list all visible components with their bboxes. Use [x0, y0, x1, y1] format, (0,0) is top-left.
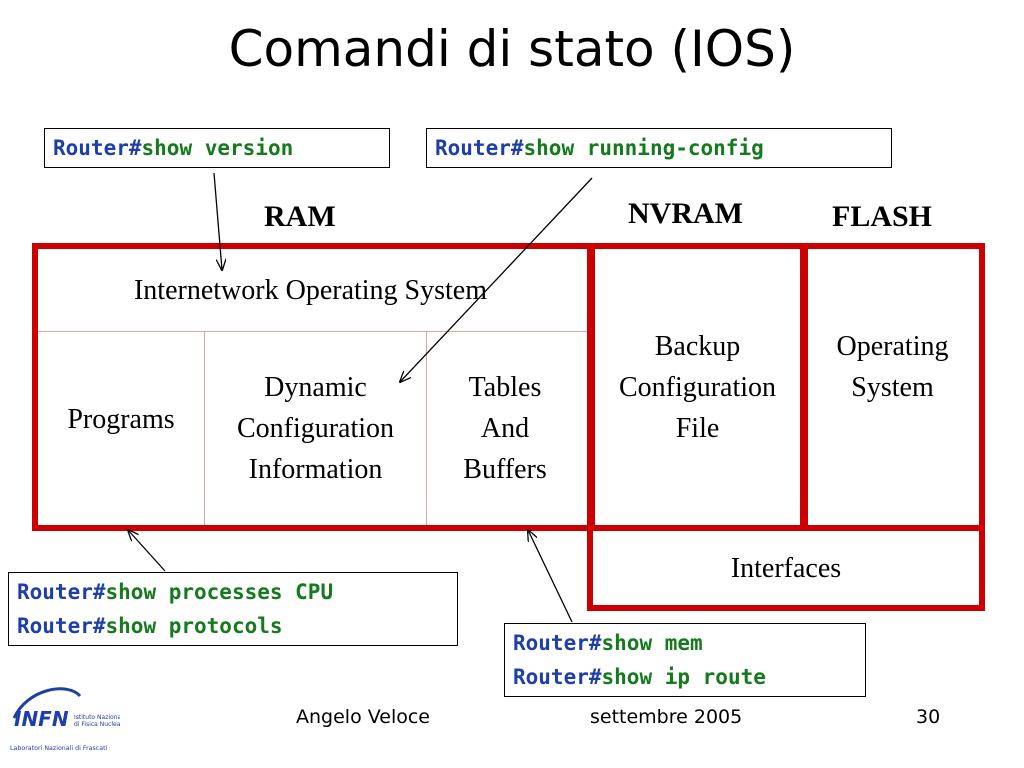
- text-line: System: [851, 372, 934, 403]
- command-text: show version: [141, 136, 294, 160]
- logo-swoosh-icon: INFN Istituto Nazionale di Fisica Nuclea…: [10, 687, 127, 752]
- programs-label: Programs: [67, 404, 175, 435]
- arrow-running-config: [400, 177, 593, 382]
- command-box-processes-protocols: Router#show processes CPU Router#show pr…: [8, 572, 458, 646]
- command-box-show-version: Router#show version: [44, 128, 390, 168]
- text-line: And: [480, 413, 530, 444]
- svg-text:INFN: INFN: [14, 707, 69, 731]
- text-line: Configuration: [618, 371, 777, 403]
- command-line: Router#show running-config: [435, 131, 883, 165]
- text-line: Configuration: [236, 413, 395, 444]
- command-line: Router#show processes CPU: [17, 575, 449, 609]
- divider: [426, 332, 427, 525]
- interfaces-block: [587, 525, 985, 611]
- text-line: Information: [248, 454, 383, 485]
- interfaces-label: Interfaces: [730, 552, 842, 584]
- infn-logo: INFN Istituto Nazionale di Fisica Nuclea…: [8, 678, 127, 758]
- command-text: show processes CPU: [105, 580, 334, 604]
- svg-text:Laboratori Nazionali di Frasca: Laboratori Nazionali di Frascati: [10, 745, 108, 752]
- prompt: Router#: [513, 631, 602, 655]
- footer-date: settembre 2005: [590, 706, 743, 728]
- footer-page-number: 30: [916, 706, 941, 728]
- command-line: Router#show protocols: [17, 609, 449, 643]
- text-line: Buffers: [463, 454, 547, 485]
- svg-text:Istituto Nazionale: Istituto Nazionale: [74, 714, 120, 721]
- command-line: Router#show version: [53, 131, 381, 165]
- command-line: Router#show ip route: [513, 660, 857, 694]
- text-line: File: [675, 412, 720, 444]
- command-text: show ip route: [601, 665, 766, 689]
- command-line: Router#show mem: [513, 626, 857, 660]
- label-ram: RAM: [264, 200, 336, 233]
- command-text: show mem: [601, 631, 703, 655]
- label-nvram: NVRAM: [628, 197, 743, 230]
- command-text: show protocols: [105, 614, 283, 638]
- slide-title: Comandi di stato (IOS): [228, 20, 796, 78]
- text-line: Dynamic: [264, 372, 367, 403]
- text-line: Tables: [468, 372, 542, 403]
- svg-text:di Fisica Nucleare: di Fisica Nucleare: [74, 721, 120, 728]
- command-text: show running-config: [523, 136, 764, 160]
- prompt: Router#: [17, 580, 106, 604]
- prompt: Router#: [435, 136, 524, 160]
- arrow-mem: [528, 530, 573, 623]
- divider: [204, 332, 205, 525]
- ios-label: Internetwork Operating System: [133, 274, 488, 306]
- arrow-show-version: [213, 172, 222, 270]
- divider: [38, 331, 589, 332]
- prompt: Router#: [53, 136, 142, 160]
- prompt: Router#: [513, 665, 602, 689]
- label-flash: FLASH: [832, 200, 933, 233]
- command-box-mem-ip-route: Router#show mem Router#show ip route: [504, 623, 866, 697]
- text-line: Operating: [836, 331, 949, 362]
- prompt: Router#: [17, 614, 106, 638]
- text-line: Backup: [654, 330, 741, 362]
- footer-author: Angelo Veloce: [296, 706, 430, 728]
- arrow-processes: [128, 530, 166, 572]
- command-box-show-running-config: Router#show running-config: [426, 128, 892, 168]
